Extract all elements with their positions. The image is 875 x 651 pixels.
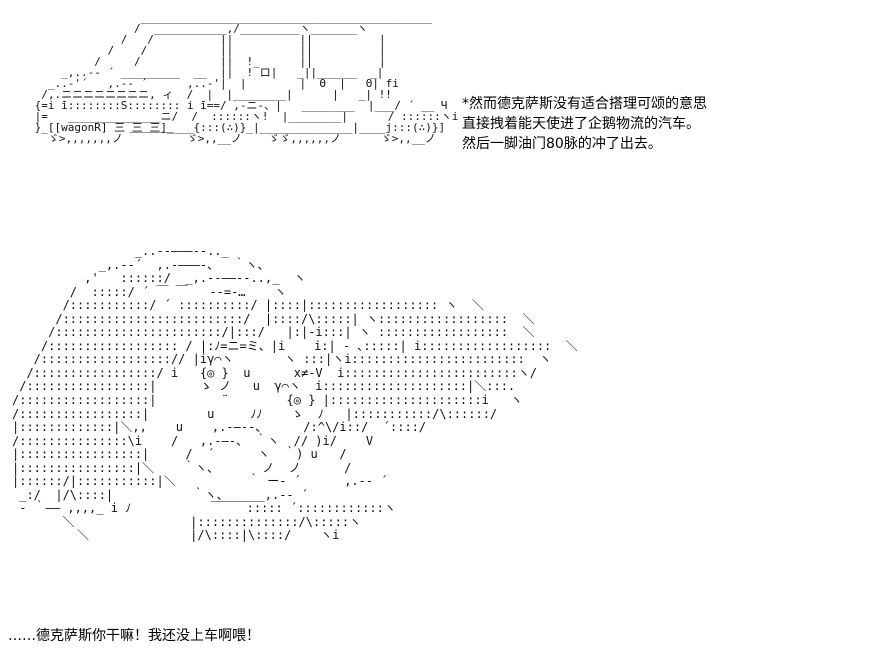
top-caption: *然而德克萨斯没有适合搭理可颂的意思 直接拽着能天使进了企鹅物流的汽车。 然后一… — [462, 94, 707, 154]
crying-character-ascii-art: _..--―――--.._ _,.-‐´ ,.-―――-、 ｀ヽ、 ,' :::… — [12, 244, 578, 543]
caption-line: 直接拽着能天使进了企鹅物流的汽车。 — [462, 116, 700, 132]
caption-line: *然而德克萨斯没有适合搭理可颂的意思 — [462, 96, 707, 112]
caption-line: 然后一脚油门80脉的冲了出去。 — [462, 136, 662, 152]
bottom-caption: ……德克萨斯你干嘛！我还没上车啊喂！ — [8, 628, 260, 644]
wagon-car-ascii-art: ________________________________________… — [34, 11, 459, 145]
